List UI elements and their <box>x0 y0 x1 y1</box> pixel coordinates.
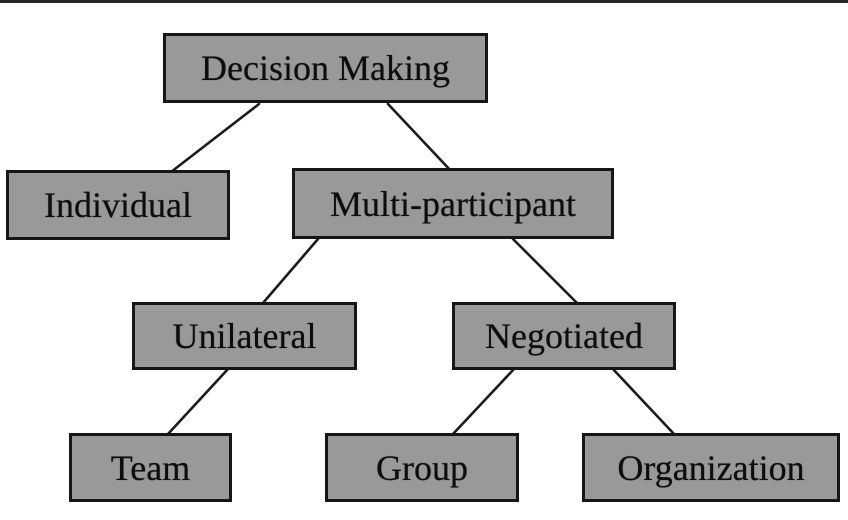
node-team: Team <box>69 433 232 502</box>
node-negotiated-label: Negotiated <box>485 316 643 356</box>
edge-multiparticipant-negotiated <box>511 237 579 305</box>
edge-negotiated-group <box>451 367 516 436</box>
node-multi-participant: Multi-participant <box>292 168 614 239</box>
edge-decisionmaking-individual <box>169 102 261 174</box>
node-team-label: Team <box>110 447 191 488</box>
node-decision-making: Decision Making <box>163 33 488 103</box>
edge-negotiated-organization <box>610 366 676 436</box>
node-decision-making-label: Decision Making <box>201 48 450 88</box>
node-unilateral: Unilateral <box>132 302 357 370</box>
edge-multiparticipant-unilateral <box>261 237 320 305</box>
node-group: Group <box>325 433 519 502</box>
node-negotiated: Negotiated <box>452 302 676 370</box>
node-individual-label: Individual <box>44 185 192 225</box>
top-rule <box>0 0 848 3</box>
edge-decisionmaking-multiparticipant <box>386 102 454 174</box>
edge-unilateral-team <box>166 367 230 436</box>
node-organization: Organization <box>582 433 840 502</box>
node-individual: Individual <box>6 170 230 240</box>
node-organization-label: Organization <box>617 447 805 488</box>
node-multi-participant-label: Multi-participant <box>330 183 576 224</box>
node-group-label: Group <box>376 447 468 488</box>
node-unilateral-label: Unilateral <box>172 316 317 356</box>
